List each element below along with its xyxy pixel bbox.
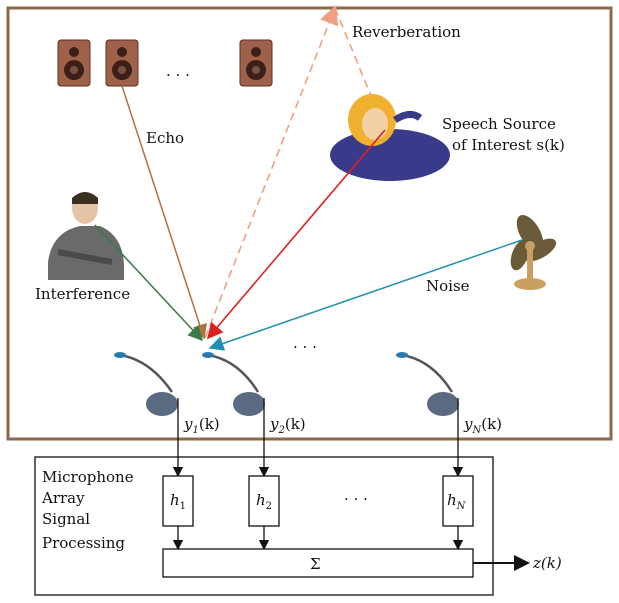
filter-label-2: h2 (256, 491, 272, 512)
loudspeaker-icon (57, 39, 91, 87)
microphone-icon (114, 352, 178, 416)
interference-label: Interference (35, 285, 130, 303)
signal-label-2: y2(k) (269, 415, 306, 436)
echo-path (121, 85, 207, 340)
sum-block (162, 548, 474, 578)
noise-path (208, 239, 523, 351)
echo-label: Echo (146, 129, 184, 147)
room-frame (6, 6, 613, 441)
block-title-line2: Array (41, 489, 85, 507)
sum-symbol: Σ (310, 555, 321, 573)
block-title-line1: Microphone (42, 468, 134, 486)
filter-box-1 (162, 475, 194, 527)
speech-source-label-2: of Interest s(k) (452, 136, 565, 154)
filter-label-1: h1 (170, 491, 186, 512)
block-title-line3: Signal (42, 510, 90, 528)
processing-block (34, 456, 494, 596)
filters-ellipsis: . . . (344, 486, 368, 504)
noise-label: Noise (426, 277, 470, 295)
block-title-line4: Processing (42, 534, 125, 552)
output-label: z(k) (532, 554, 562, 572)
fan-icon (510, 214, 557, 290)
speech-path (206, 129, 386, 340)
filter-box-2 (248, 475, 280, 527)
interference-path (94, 224, 204, 342)
speech-source-label: Speech Source (442, 115, 556, 133)
loudspeaker-icon (239, 39, 273, 87)
mics-ellipsis: . . . (293, 334, 317, 352)
microphone-icon (202, 352, 265, 416)
filter-label-n: hN (447, 491, 467, 512)
microphone-icon (396, 352, 459, 416)
signal-label-1: y1(k) (183, 415, 220, 436)
reverberation-label: Reverberation (352, 23, 461, 41)
man-icon (48, 192, 124, 280)
speakers-ellipsis: . . . (166, 62, 190, 80)
signal-label-n: yN(k) (463, 415, 502, 436)
reverberation-path (204, 5, 339, 339)
loudspeaker-icon (105, 39, 139, 87)
speaker-woman-icon (330, 94, 450, 181)
